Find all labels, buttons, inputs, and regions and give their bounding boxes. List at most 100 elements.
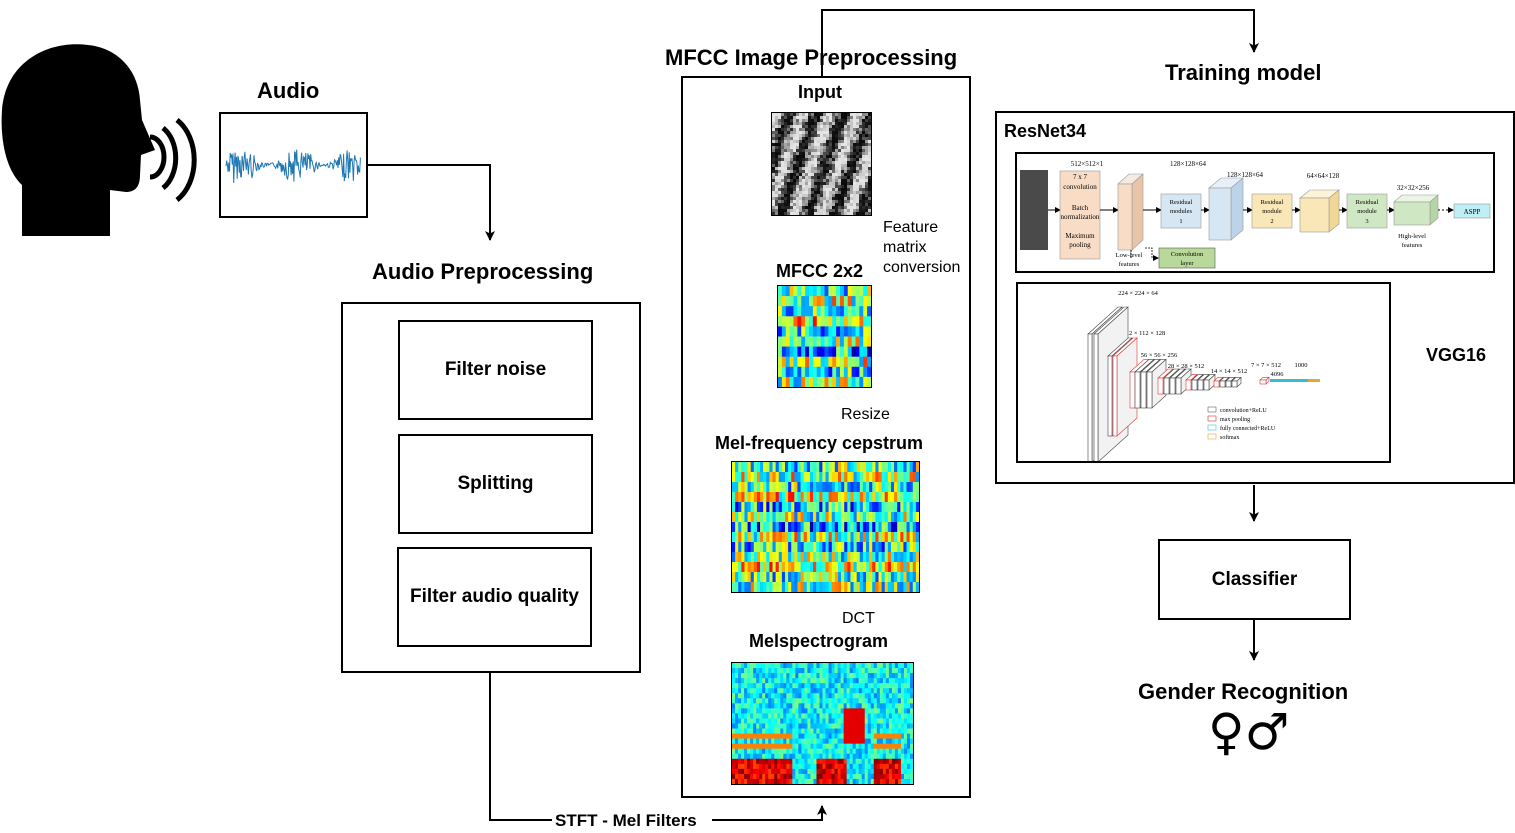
heatmap-cell — [826, 188, 830, 192]
heatmap-cell — [862, 542, 867, 553]
heatmap-cell — [771, 723, 775, 730]
heatmap-cell — [824, 336, 829, 348]
heatmap-cell — [744, 773, 748, 780]
heatmap-cell — [826, 128, 830, 132]
heatmap-cell — [838, 161, 842, 165]
heatmap-cell — [735, 668, 739, 674]
heatmap-cell — [822, 738, 827, 745]
heatmap-cell — [816, 718, 820, 724]
heatmap-cell — [797, 336, 802, 348]
heatmap-cell — [912, 532, 917, 543]
heatmap-cell — [882, 668, 887, 674]
heatmap-cell — [789, 688, 793, 694]
heatmap-cell — [817, 143, 821, 147]
heatmap-cell — [811, 185, 815, 189]
heatmap-cell — [787, 185, 791, 189]
heatmap-cell — [750, 683, 754, 689]
heatmap-cell — [799, 152, 803, 156]
heatmap-cell — [882, 728, 887, 735]
arrow-stft-to-mfcc — [712, 805, 827, 821]
heatmap-cell — [790, 176, 794, 180]
heatmap-cell — [882, 748, 887, 755]
heatmap-cell — [832, 134, 836, 138]
heatmap-cell — [869, 552, 873, 563]
heatmap-cell — [795, 773, 799, 780]
heatmap-cell — [808, 125, 812, 129]
mfcc-2x2-label: MFCC 2x2 — [776, 261, 864, 281]
heatmap-cell — [813, 572, 817, 583]
heatmap-cell — [801, 366, 806, 378]
heatmap-cell — [787, 125, 791, 129]
heatmap-cell — [735, 693, 739, 699]
heatmap-cell — [832, 188, 836, 192]
heatmap-cell — [864, 708, 869, 714]
heatmap-cell — [763, 492, 767, 503]
heatmap-cell — [838, 164, 842, 168]
heatmap-cell — [774, 693, 778, 699]
heatmap-cell — [799, 146, 803, 150]
heatmap-cell — [820, 191, 824, 195]
heatmap-cell — [795, 763, 799, 770]
heatmap-cell — [849, 718, 854, 724]
heatmap-cell — [906, 718, 911, 724]
heatmap-cell — [781, 113, 785, 117]
heatmap-cell — [885, 663, 890, 669]
heatmap-cell — [834, 492, 839, 503]
heatmap-cell — [891, 713, 896, 719]
heatmap-cell — [822, 668, 827, 674]
heatmap-cell — [906, 768, 911, 775]
heatmap-cell — [813, 778, 817, 784]
heatmap-cell — [781, 161, 785, 165]
heatmap-cell — [781, 532, 786, 543]
heatmap-cell — [816, 693, 820, 699]
heatmap-cell — [787, 191, 791, 195]
heatmap-cell — [834, 753, 839, 760]
heatmap-cell — [808, 173, 812, 177]
heatmap-cell — [855, 703, 860, 709]
heatmap-cell — [765, 778, 769, 784]
heatmap-cell — [900, 708, 905, 714]
heatmap-cell — [867, 713, 872, 719]
heatmap-cell — [759, 703, 763, 709]
heatmap-cell — [769, 482, 774, 493]
heatmap-cell — [888, 703, 893, 709]
heatmap-cell — [747, 472, 752, 483]
heatmap-cell — [859, 200, 863, 204]
heatmap-cell — [775, 203, 779, 207]
heatmap-cell — [735, 552, 739, 563]
heatmap-cell — [732, 562, 736, 573]
heatmap-cell — [867, 743, 872, 750]
heatmap-cell — [868, 182, 871, 186]
heatmap-cell — [853, 134, 857, 138]
heatmap-cell — [805, 203, 809, 207]
heatmap-cell — [824, 346, 829, 358]
heatmap-cell — [793, 119, 797, 123]
heatmap-cell — [834, 562, 839, 573]
heatmap-cell — [796, 212, 800, 215]
heatmap-cell — [831, 778, 836, 784]
heatmap-cell — [762, 763, 766, 770]
heatmap-cell — [819, 462, 823, 473]
heatmap-cell — [807, 753, 811, 760]
heatmap-cell — [867, 723, 872, 730]
heatmap-cell — [853, 122, 857, 126]
heatmap-cell — [783, 753, 787, 760]
heatmap-cell — [867, 693, 872, 699]
heatmap-cell — [820, 143, 824, 147]
heatmap-cell — [849, 698, 854, 704]
heatmap-cell — [759, 688, 763, 694]
heatmap-cell — [838, 134, 842, 138]
heatmap-cell — [832, 376, 837, 387]
heatmap-cell — [784, 532, 789, 543]
heatmap-cell — [732, 462, 736, 473]
heatmap-cell — [897, 713, 902, 719]
heatmap-cell — [781, 167, 785, 171]
heatmap-cell — [834, 728, 839, 735]
heatmap-cell — [805, 152, 809, 156]
heatmap-cell — [788, 512, 792, 523]
heatmap-cell — [885, 748, 890, 755]
heatmap-cell — [849, 758, 854, 765]
res2-line-3: 2 — [1270, 218, 1273, 225]
heatmap-cell — [756, 693, 760, 699]
heatmap-cell — [772, 170, 776, 174]
